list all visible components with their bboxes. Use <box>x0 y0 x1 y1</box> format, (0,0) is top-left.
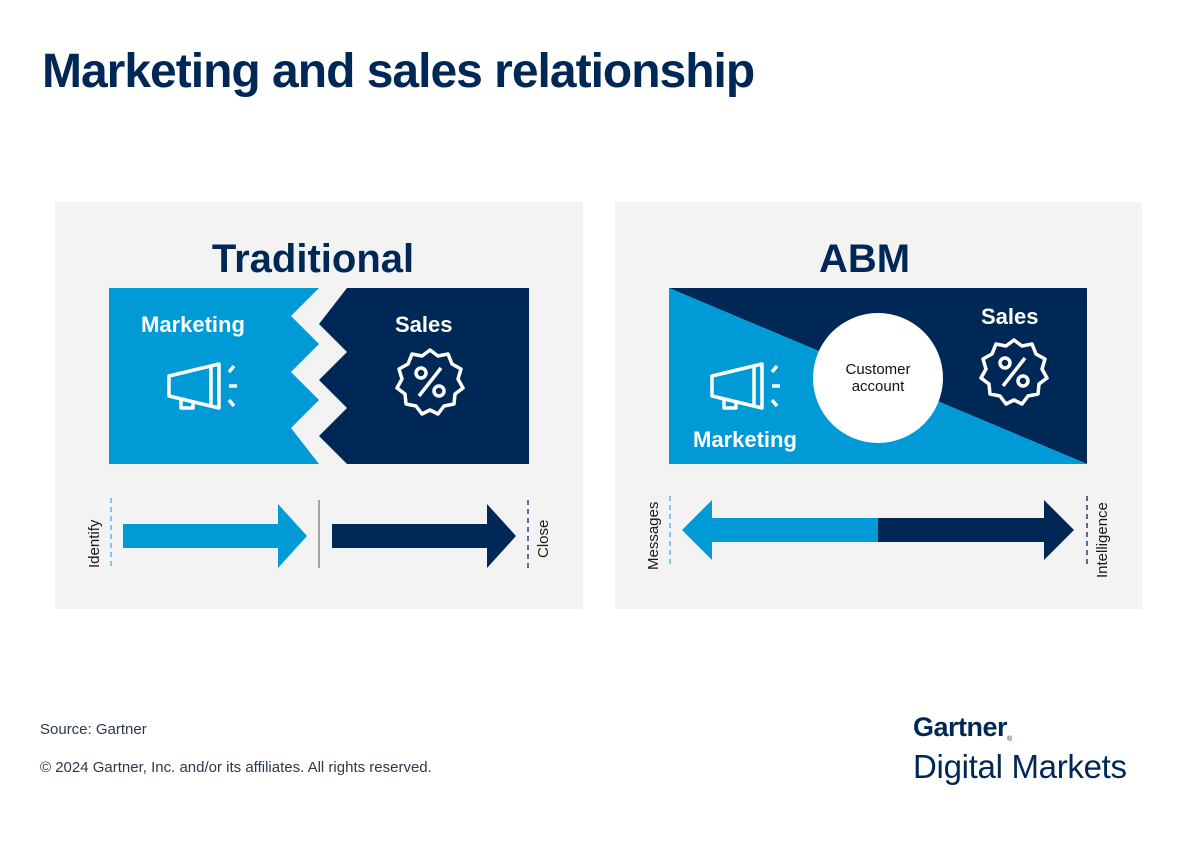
abm-panel: ABM Sales Marketing Customer account <box>615 202 1142 609</box>
gartner-logo: Gartner® <box>913 712 1012 743</box>
megaphone-icon <box>167 362 237 410</box>
registered-mark: ® <box>1007 736 1012 743</box>
discount-badge-icon <box>979 338 1049 406</box>
gartner-logo-text: Gartner <box>913 712 1008 742</box>
intelligence-arrow <box>878 500 1074 560</box>
messages-label: Messages <box>645 501 662 570</box>
copyright-note: © 2024 Gartner, Inc. and/or its affiliat… <box>40 759 432 776</box>
page-title: Marketing and sales relationship <box>42 45 755 98</box>
customer-account-line1: Customer <box>845 361 911 378</box>
close-label: Close <box>535 519 552 558</box>
identify-label: Identify <box>86 519 103 568</box>
abm-marketing-label: Marketing <box>693 427 797 452</box>
abm-title: ABM <box>818 237 911 281</box>
source-note: Source: Gartner <box>40 721 147 738</box>
customer-account-circle <box>813 313 943 443</box>
traditional-panel: Traditional Marketing Sales Identify <box>55 202 583 609</box>
discount-badge-icon <box>395 348 465 416</box>
traditional-marketing-label: Marketing <box>141 312 245 337</box>
abm-sales-label: Sales <box>981 304 1039 329</box>
intelligence-label: Intelligence <box>1094 502 1111 578</box>
digital-markets-logo: Digital Markets <box>913 748 1127 785</box>
traditional-marketing-block <box>109 288 319 464</box>
traditional-diagram <box>109 288 529 570</box>
megaphone-icon <box>710 362 780 410</box>
marketing-arrow <box>123 504 307 568</box>
customer-account-line2: account <box>851 378 905 395</box>
sales-arrow <box>332 504 516 568</box>
customer-account-label: Customer account <box>818 361 938 395</box>
traditional-sales-label: Sales <box>395 312 453 337</box>
abm-diagram <box>669 288 1088 564</box>
messages-arrow <box>682 500 878 560</box>
traditional-title: Traditional <box>211 237 415 281</box>
